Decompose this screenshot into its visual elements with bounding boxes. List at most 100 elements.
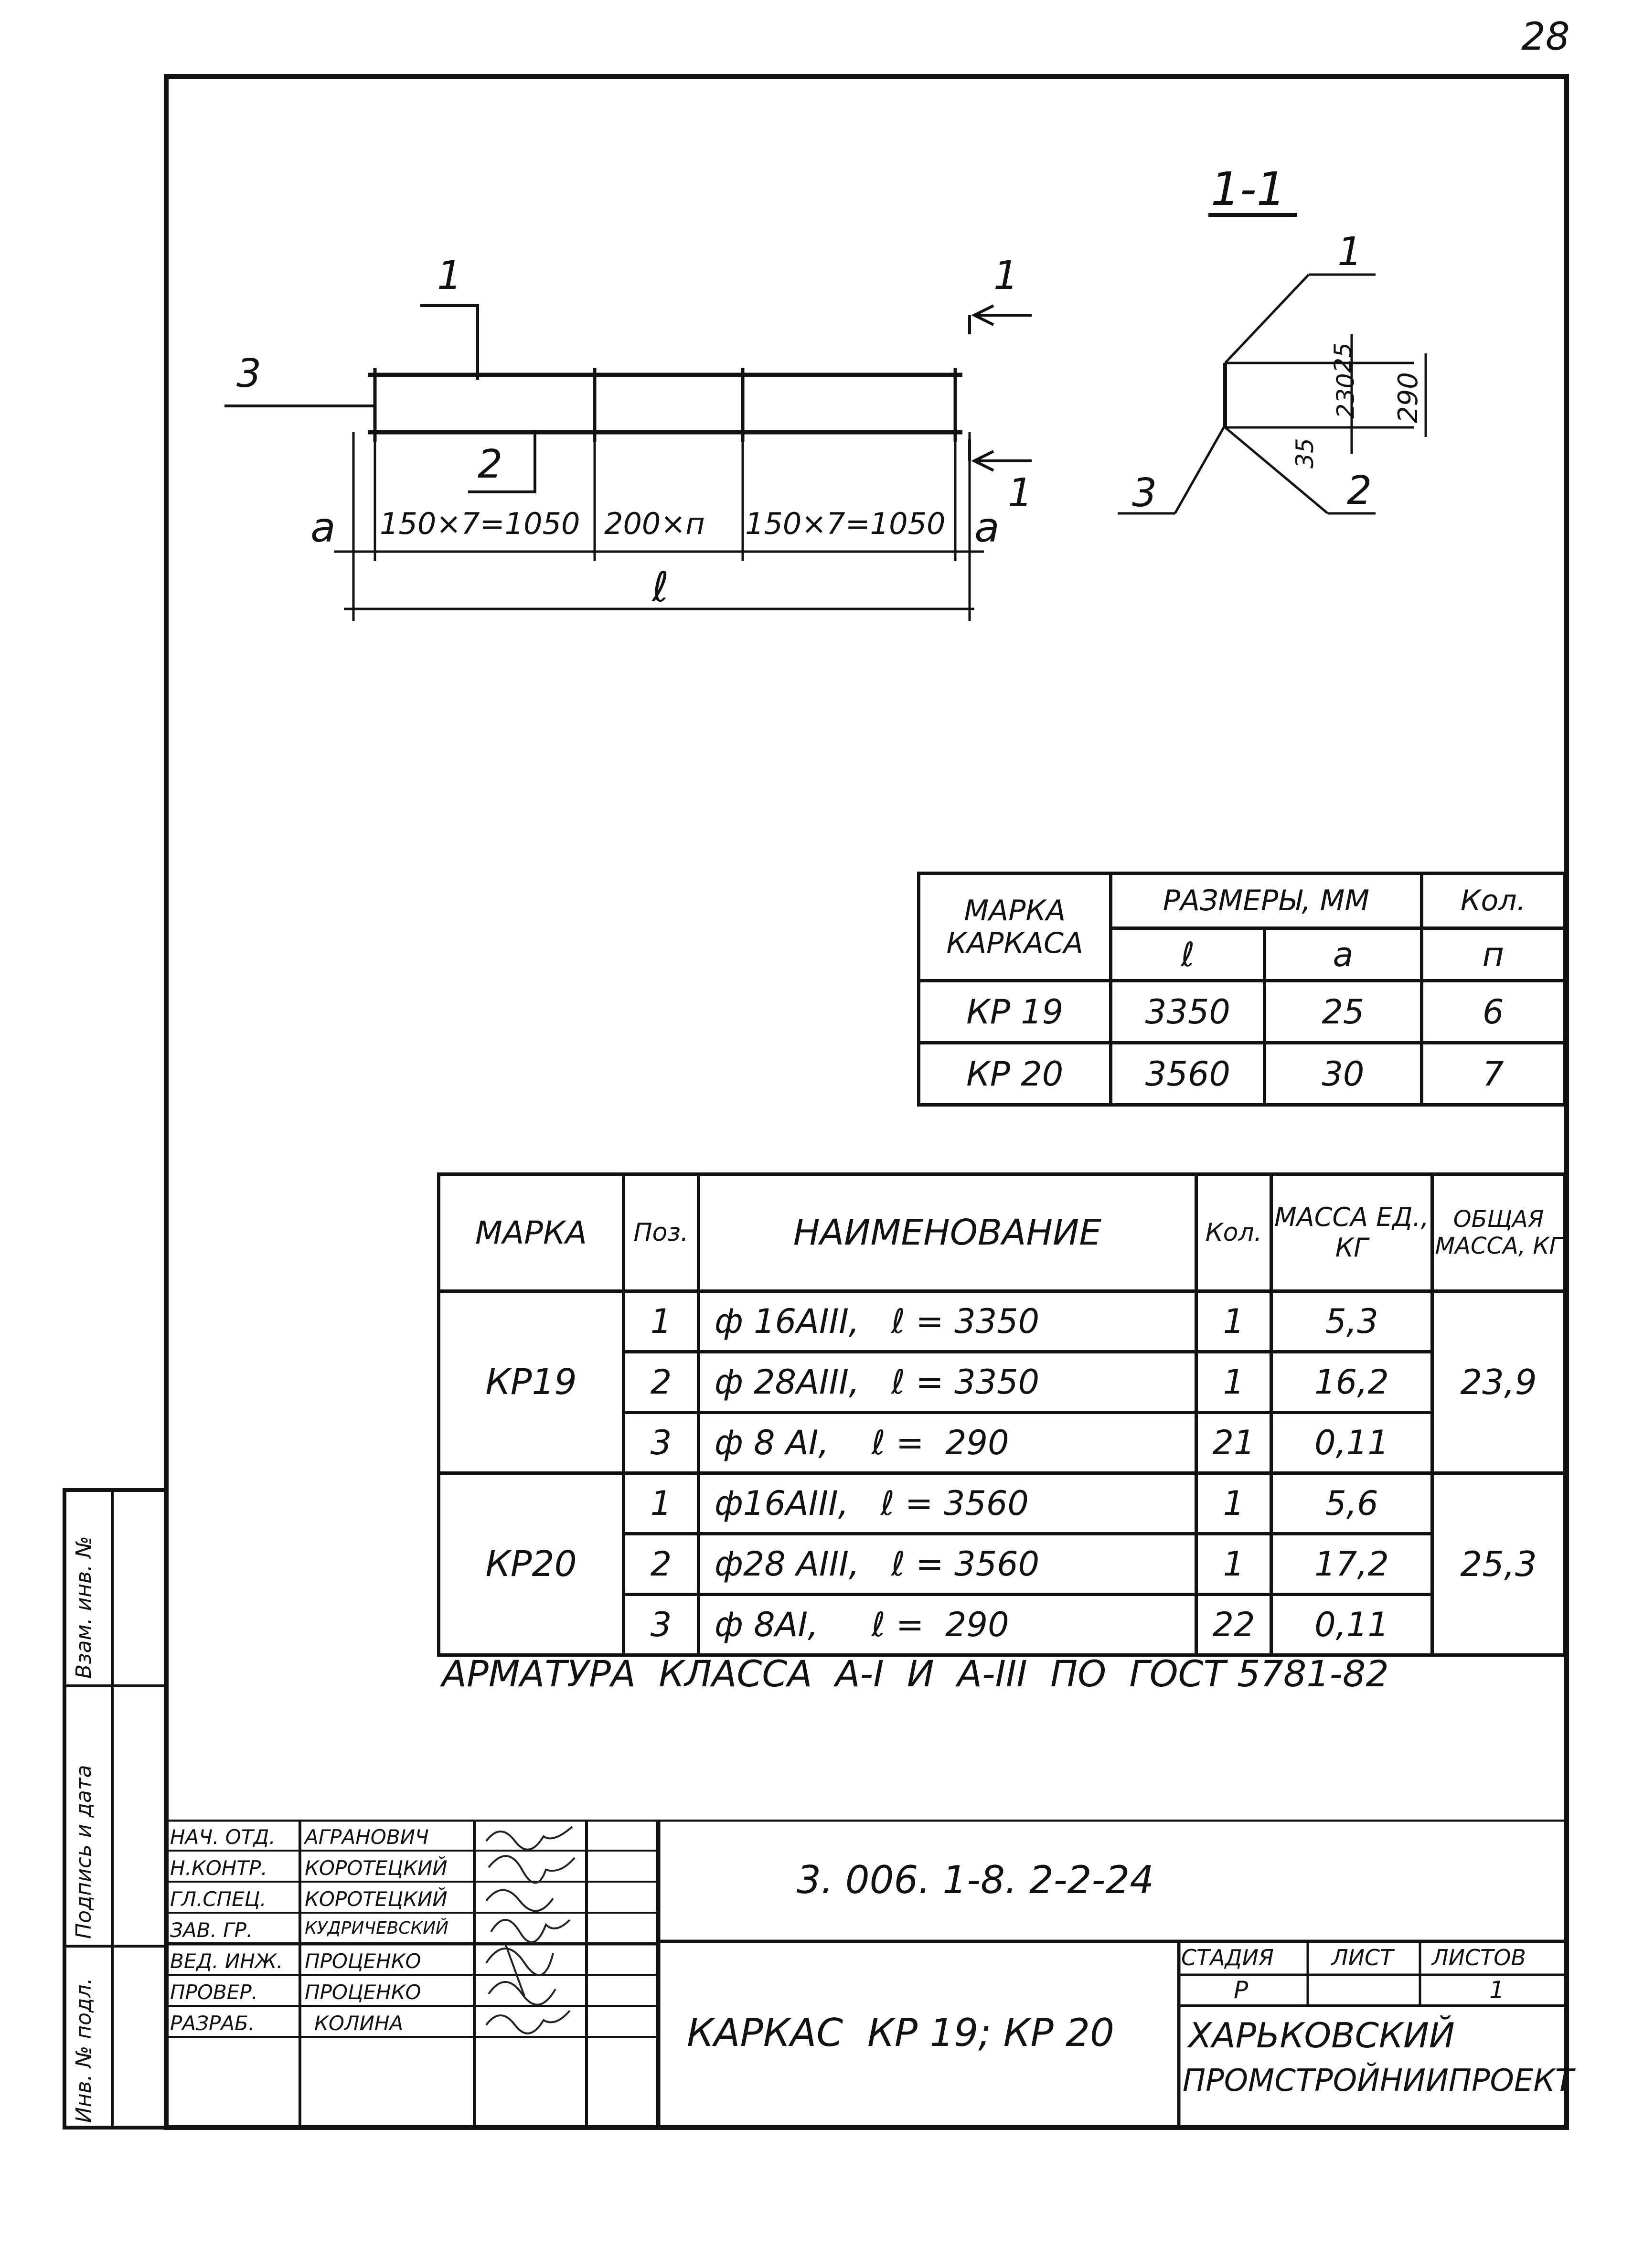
spec-header-qty: Кол. — [1195, 1172, 1273, 1293]
spec-cell-pos: 2 — [622, 1532, 700, 1596]
tb-person: ПРОЦЕНКО — [305, 1981, 421, 2004]
spec-cell-mass: 5,6 — [1270, 1471, 1434, 1535]
spec-header-mark: МАРКА — [437, 1172, 625, 1293]
spec-cell-name: ф 8 АI, ℓ = 290 — [697, 1411, 1198, 1475]
spec-cell-mass: 0,11 — [1270, 1411, 1434, 1475]
spec-cell-qty: 1 — [1195, 1532, 1273, 1596]
spec-cell-mass: 5,3 — [1270, 1289, 1434, 1353]
title-block: НАЧ. ОТД. АГРАНОВИЧ Н.КОНТР. КОРОТЕЦКИЙ … — [166, 1820, 1574, 2128]
sizes-header-l: ℓ — [1109, 926, 1267, 982]
spec-header-name: НАИМЕНОВАНИЕ — [697, 1172, 1198, 1293]
sizes-header-sizes: РАЗМЕРЫ, ММ — [1109, 872, 1423, 930]
spec-cell-pos: 1 — [622, 1471, 700, 1535]
spec-cell-qty: 1 — [1195, 1289, 1273, 1353]
spec-row: 2 ф 28АIII, ℓ = 3350 1 16,2 — [439, 1350, 1565, 1414]
dim-seg2: 200×п — [604, 506, 705, 541]
spec-group-total: 23,9 — [1430, 1289, 1567, 1475]
tb-role: Н.КОНТР. — [170, 1856, 267, 1880]
side-stamp-vzam: Взам. инв. № — [72, 1536, 96, 1679]
callout-pos-2: 2 — [478, 442, 503, 487]
cut-mark-top: 1 — [993, 253, 1019, 298]
section-pos-3: 3 — [1132, 470, 1157, 516]
section-dim-bottom: 35 — [1291, 438, 1319, 469]
sizes-header-a: a — [1263, 926, 1423, 982]
tb-person: КОРОТЕЦКИЙ — [305, 1856, 448, 1880]
sizes-header-count: Кол. — [1420, 872, 1567, 930]
dim-a-right: a — [974, 504, 1000, 552]
spec-cell-pos: 3 — [622, 1593, 700, 1657]
sizes-header-mark: МАРКА КАРКАСА — [917, 872, 1113, 982]
tb-person: ПРОЦЕНКО — [305, 1949, 421, 1973]
drawing-title: КАРКАС КР 19; КР 20 — [687, 2011, 1114, 2055]
sheet-header: ЛИСТ — [1332, 1945, 1394, 1970]
sizes-cell-mark: КР 19 — [917, 979, 1113, 1044]
tb-person: КОРОТЕЦКИЙ — [305, 1887, 448, 1911]
sizes-cell-n: 7 — [1420, 1041, 1567, 1107]
stage-value: Р — [1234, 1976, 1249, 2004]
frame-border — [164, 74, 1569, 2130]
dim-seg3: 150×7=1050 — [745, 506, 946, 541]
spec-row: 3 ф 8АI, ℓ = 290 22 0,11 — [439, 1593, 1565, 1657]
tb-role: РАЗРАБ. — [170, 2012, 255, 2035]
spec-cell-qty: 1 — [1195, 1471, 1273, 1535]
tb-role: ВЕД. ИНЖ. — [170, 1949, 283, 1973]
spec-cell-mass: 16,2 — [1270, 1350, 1434, 1414]
callout-pos-3: 3 — [236, 351, 262, 396]
dim-seg1: 150×7=1050 — [380, 506, 580, 541]
spec-header-total-mass: ОБЩАЯ МАССА, КГ — [1430, 1172, 1567, 1293]
section-dim-total: 290 — [1392, 372, 1424, 423]
tb-person: КОЛИНА — [314, 2012, 404, 2035]
doc-code: 3. 006. 1-8. 2-2-24 — [797, 1858, 1154, 1902]
spec-cell-pos: 2 — [622, 1350, 700, 1414]
spec-group-mark: КР20 — [437, 1471, 625, 1657]
sizes-cell-a: 30 — [1263, 1041, 1423, 1107]
spec-cell-qty: 22 — [1195, 1593, 1273, 1657]
spec-table: МАРКА Поз. НАИМЕНОВАНИЕ Кол. МАССА ЕД., … — [437, 1172, 1567, 1657]
section-pos-1: 1 — [1337, 229, 1363, 275]
spec-row: 2 ф28 АIII, ℓ = 3560 1 17,2 — [439, 1532, 1565, 1596]
spec-group-total: 25,3 — [1430, 1471, 1567, 1657]
sizes-cell-a: 25 — [1263, 979, 1423, 1044]
spec-cell-name: ф 8АI, ℓ = 290 — [697, 1593, 1198, 1657]
spec-cell-qty: 1 — [1195, 1350, 1273, 1414]
tb-role: НАЧ. ОТД. — [170, 1825, 276, 1849]
section-dim-mid: 230 — [1332, 373, 1360, 419]
sizes-cell-n: 6 — [1420, 979, 1567, 1044]
section-dim-top: 25 — [1329, 342, 1357, 373]
spec-cell-pos: 3 — [622, 1411, 700, 1475]
spec-cell-pos: 1 — [622, 1289, 700, 1353]
sizes-cell-l: 3350 — [1109, 979, 1267, 1044]
cage-elevation — [224, 304, 1032, 621]
callout-pos-1: 1 — [437, 253, 462, 298]
spec-header-pos: Поз. — [622, 1172, 700, 1293]
spec-cell-qty: 21 — [1195, 1411, 1273, 1475]
section-title: 1-1 — [1211, 162, 1286, 216]
dim-total-length: ℓ — [652, 564, 669, 611]
spec-cell-name: ф 16АIII, ℓ = 3350 — [697, 1289, 1198, 1353]
tb-role: ГЛ.СПЕЦ. — [170, 1887, 267, 1911]
reinforcement-note: АРМАТУРА КЛАССА А-I И А-III ПО ГОСТ 5781… — [442, 1652, 1389, 1695]
sizes-row: КР 20 3560 30 7 — [917, 1041, 1567, 1107]
side-stamp-frame — [63, 1488, 168, 2130]
tb-person: АГРАНОВИЧ — [305, 1825, 429, 1849]
sizes-cell-mark: КР 20 — [917, 1041, 1113, 1107]
sizes-header-n: п — [1420, 926, 1567, 982]
spec-cell-mass: 0,11 — [1270, 1593, 1434, 1657]
section-1-1 — [1118, 213, 1427, 515]
sizes-cell-l: 3560 — [1109, 1041, 1267, 1107]
sizes-row: КР 19 3350 25 6 — [917, 979, 1567, 1044]
tb-person: КУДРИЧЕВСКИЙ — [305, 1918, 448, 1938]
page-number: 28 — [1521, 14, 1570, 59]
org-name-line2: ПРОМСТРОЙНИИПРОЕКТ — [1183, 2063, 1574, 2098]
sheets-value: 1 — [1489, 1976, 1505, 2004]
spec-header-unit-mass: МАССА ЕД., КГ — [1270, 1172, 1434, 1293]
spec-row: КР19 1 ф 16АIII, ℓ = 3350 1 5,3 23,9 — [437, 1289, 1567, 1475]
spec-row: КР20 1 ф16АIII, ℓ = 3560 1 5,6 25,3 — [437, 1471, 1567, 1657]
dim-a-left: a — [310, 504, 336, 552]
spec-cell-mass: 17,2 — [1270, 1532, 1434, 1596]
stage-header: СТАДИЯ — [1181, 1945, 1274, 1970]
signatures-graphic — [485, 1826, 576, 2034]
cut-mark-bottom: 1 — [1008, 470, 1033, 516]
spec-cell-name: ф28 АIII, ℓ = 3560 — [697, 1532, 1198, 1596]
